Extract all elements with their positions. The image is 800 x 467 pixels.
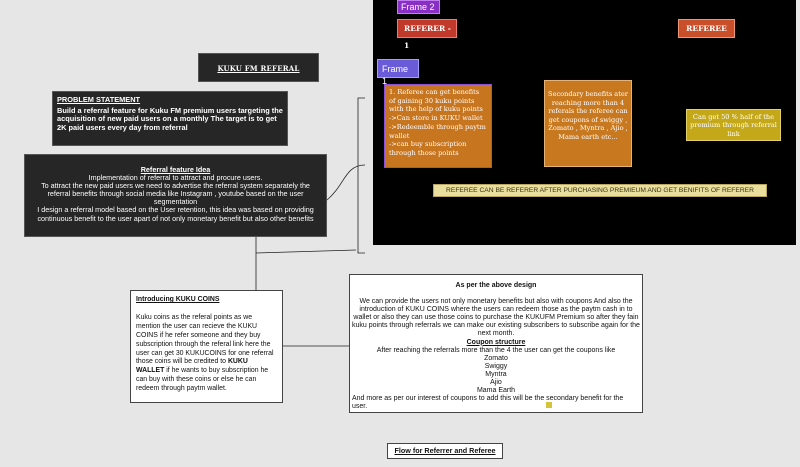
coupon-brand: Swiggy <box>484 362 508 370</box>
design-summary-box: As per the above design We can provide t… <box>349 274 643 413</box>
benefit-line: 1. Referee can get benefits of gaining 3… <box>389 88 483 114</box>
half-premium-node: Can get 50 % half of the premium through… <box>686 109 781 141</box>
coupon-brand: Mama Earth <box>476 387 516 395</box>
secondary-benefits-node: Secondary benefits ater reaching more th… <box>544 80 632 167</box>
problem-line-2: acquisition of new paid users on a month… <box>57 114 277 132</box>
problem-line-1: Build a referral feature for Kuku FM pre… <box>57 106 283 116</box>
coins-heading: Introducing KUKU COINS <box>136 296 220 303</box>
problem-statement-box: PROBLEM STATEMENT Build a referral featu… <box>52 91 288 146</box>
design-closing: And more as per our interest of coupons … <box>352 395 624 411</box>
design-paragraph: We can provide the users not only moneta… <box>352 298 640 338</box>
design-heading: As per the above design <box>455 282 537 289</box>
benefit-line: ->can buy subscription through those poi… <box>389 140 467 157</box>
project-title: KUKU FM REFERAL PROJECT <box>198 53 319 102</box>
frame-1-label: Frame 1 <box>377 59 419 86</box>
referee-becomes-referrer-bar: REFEREE CAN BE REFERER AFTER PURCHASING … <box>433 184 767 197</box>
idea-line: To attract the new paid users we need to… <box>41 181 310 207</box>
coupon-brand: Ajio <box>490 379 502 387</box>
idea-heading: Referral feature Idea <box>140 165 211 174</box>
coupon-intro: After reaching the referrals more than t… <box>376 346 616 354</box>
referee-node: REFEREE <box>678 19 735 38</box>
coins-wallet: KUKU WALLET <box>136 358 248 375</box>
coupon-brand: Zomato <box>484 354 508 362</box>
benefit-line: ->Redeemble through paytm wallet <box>389 122 486 140</box>
coupon-brand: Myntra <box>485 370 507 378</box>
connector-idea-to-flow <box>326 164 366 201</box>
idea-line: Implementation of referral to attract an… <box>88 173 263 183</box>
connector-bracket <box>357 97 365 254</box>
coins-body: Kuku coins as the referal points as we m… <box>136 314 277 394</box>
referral-idea-box: Referral feature Idea Implementation of … <box>24 154 327 237</box>
coins-body-2: if he wants to buy subscription he can b… <box>136 367 269 393</box>
coins-body-1: Kuku coins as the referal points as we m… <box>136 313 274 366</box>
idea-line: I design a referral model based on the U… <box>37 205 314 223</box>
problem-heading: PROBLEM STATEMENT <box>57 95 141 104</box>
kuku-coins-box: Introducing KUKU COINS Kuku coins as the… <box>130 290 283 403</box>
benefit-line: ->Can store in KUKU wallet <box>389 114 483 123</box>
referrer-node: REFERER - 1 <box>397 19 457 50</box>
connector-idea-to-design <box>255 249 357 254</box>
referee-benefits-node: 1. Referee can get benefits of gaining 3… <box>384 84 492 168</box>
frame-2-label: Frame 2 <box>397 0 440 14</box>
sticky-marker <box>546 402 552 408</box>
flow-caption: Flow for Referrer and Referee <box>387 443 503 459</box>
coupon-heading: Coupon structure <box>466 338 526 346</box>
